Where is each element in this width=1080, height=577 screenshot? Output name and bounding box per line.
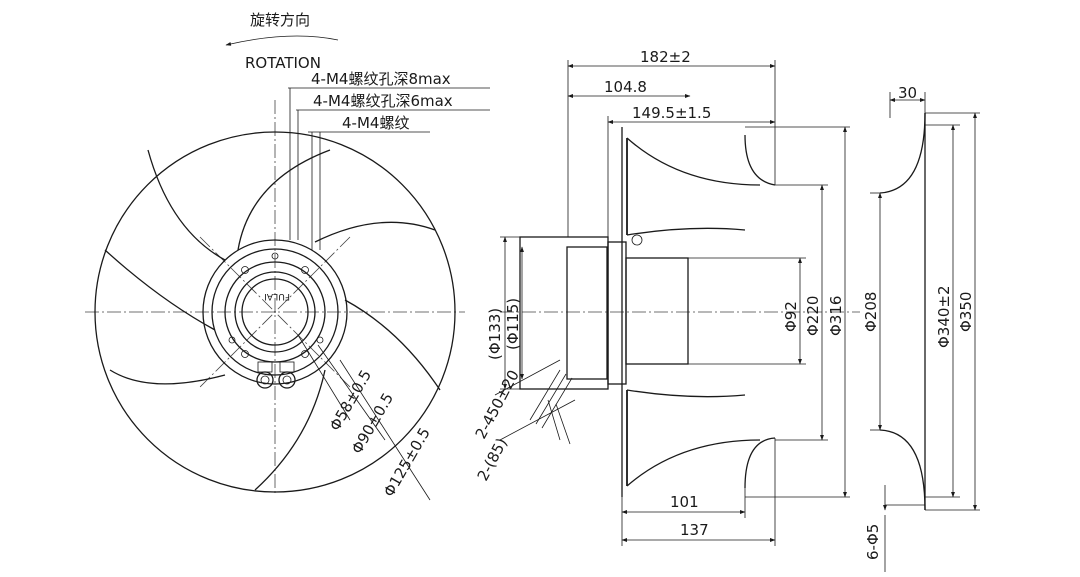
blade <box>344 299 441 391</box>
shroud-top-inner <box>626 137 761 186</box>
hole-callouts: 4-M4螺纹孔深8max 4-M4螺纹孔深6max 4-M4螺纹 <box>288 70 490 250</box>
hub-circle-125 <box>202 239 348 385</box>
hub-diameter-dims: Φ58±0.5 Φ90±0.5 Φ125±0.5 <box>297 334 434 501</box>
screw-hole <box>241 350 249 358</box>
dim-phi-115: (Φ115) <box>504 298 522 350</box>
screw-hole <box>228 336 236 344</box>
rotation-arrow-icon <box>225 35 339 46</box>
dim-phi-133: (Φ133) <box>486 308 504 360</box>
hub-circle-58 <box>241 278 309 346</box>
impeller-outer-circle <box>94 131 456 493</box>
dim-phi-350: Φ350 <box>957 292 975 332</box>
inlet-ring-view: 30 Φ208 Φ340±2 Φ350 6-Φ5 <box>862 84 980 572</box>
cable-strip-dim: 2-(85) <box>474 435 511 484</box>
dim-phi-208: Φ208 <box>862 292 880 332</box>
side-view: 182±2 104.8 149.5±1.5 (Φ133) (Φ115) Φ92 … <box>486 48 860 546</box>
screw-hole <box>301 266 309 274</box>
blade <box>254 369 326 491</box>
hole-note-3: 4-M4螺纹 <box>342 114 409 132</box>
hub-circle-inner <box>211 248 339 376</box>
screw-hole <box>301 350 309 358</box>
hole-note-2: 4-M4螺纹孔深6max <box>313 92 453 110</box>
blade <box>104 249 216 331</box>
dim-phi-220: Φ220 <box>804 296 822 336</box>
cable-length-dim: 2-450±20 <box>472 367 523 442</box>
dim-104-8: 104.8 <box>604 78 647 96</box>
dim-125: Φ125±0.5 <box>380 424 434 500</box>
screw-hole <box>241 266 249 274</box>
rotation-label-cn: 旋转方向 <box>250 11 310 29</box>
motor-body <box>519 236 609 390</box>
blade <box>147 149 226 261</box>
dim-101: 101 <box>670 493 699 511</box>
dim-ring-width: 30 <box>898 84 917 102</box>
cable-dims: 2-450±20 2-(85) <box>472 359 576 484</box>
cable-glands <box>256 361 296 389</box>
cable-wires <box>529 369 573 429</box>
balance-clip <box>631 234 643 246</box>
blade <box>109 369 226 385</box>
inlet-lip-bottom <box>744 437 776 489</box>
hole-note-1: 4-M4螺纹孔深8max <box>311 70 451 88</box>
front-centerline-diagonal-b <box>199 236 351 388</box>
ring-hole-note: 6-Φ5 <box>864 524 882 560</box>
hub-circle-90 <box>224 261 326 363</box>
motor-rotor <box>625 257 689 365</box>
dim-149-5: 149.5±1.5 <box>632 104 711 122</box>
screw-hole <box>271 252 279 260</box>
hub-circle-mid <box>234 271 316 353</box>
front-view: FULAI 4-M4螺纹孔深8max 4-M4螺纹孔深6max 4-M4螺纹 <box>85 70 490 501</box>
blade <box>237 149 331 251</box>
rotation-indicator: 旋转方向 ROTATION <box>225 11 339 72</box>
shroud-bottom-inner <box>626 439 761 487</box>
inlet-lip-top <box>744 134 776 186</box>
dim-phi-92: Φ92 <box>782 301 800 332</box>
motor-flange <box>566 246 608 380</box>
dim-phi-316: Φ316 <box>827 296 845 336</box>
blade <box>314 221 436 243</box>
impeller-blades <box>104 149 441 491</box>
screw-hole <box>316 336 324 344</box>
dim-182: 182±2 <box>640 48 691 66</box>
dim-phi-340: Φ340±2 <box>935 285 953 348</box>
brand-mark: FULAI <box>264 291 290 301</box>
ring-profile-bottom <box>879 429 926 511</box>
ring-profile-top <box>879 112 926 194</box>
rotation-label-en: ROTATION <box>245 54 321 72</box>
motor-mount <box>607 241 627 385</box>
dim-137: 137 <box>680 521 709 539</box>
